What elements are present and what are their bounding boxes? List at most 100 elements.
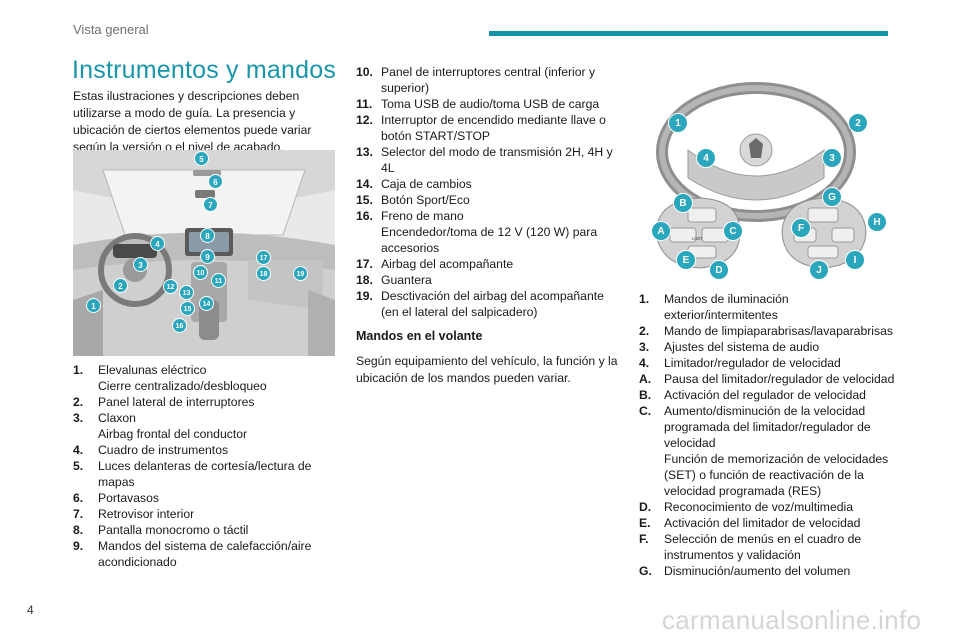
- legend-item-line: Activación del limitador de velocidad: [664, 516, 861, 530]
- callout-badge-15: 15: [180, 301, 195, 316]
- legend-item-line: Limitador/regulador de velocidad: [664, 356, 841, 370]
- legend-item: 4.Limitador/regulador de velocidad: [639, 355, 901, 371]
- callout-badge-b: B: [673, 193, 693, 213]
- legend-item-text: Portavasos: [98, 490, 343, 506]
- legend-item-line: Elevalunas eléctrico: [98, 363, 207, 377]
- legend-item-number: 14.: [356, 177, 373, 191]
- legend-item-line: Encendedor/toma de 12 V (120 W) para acc…: [381, 225, 598, 255]
- wheel-limit-label: LIMIT: [692, 236, 703, 241]
- legend-item: 12. Interruptor de encendido mediante lla…: [356, 112, 618, 144]
- callout-badge-14: 14: [199, 296, 214, 311]
- legend-item: 2. Mando de limpiaparabrisas/lavaparabris…: [639, 323, 901, 339]
- legend-item-text: Mandos de iluminación exterior/intermite…: [664, 291, 901, 323]
- callout-badge-1: 1: [668, 113, 688, 133]
- legend-item-number: 11.: [356, 97, 373, 111]
- legend-item: 9. Mandos del sistema de calefacción/aire…: [73, 538, 343, 570]
- legend-item-line: Pantalla monocromo o táctil: [98, 523, 249, 537]
- legend-item-line: Guantera: [381, 273, 432, 287]
- callout-badge-3: 3: [133, 257, 148, 272]
- legend-item: 19.Desctivación del airbag del acompañan…: [356, 288, 618, 320]
- legend-item: 5.Luces delanteras de cortesía/lectura d…: [73, 458, 343, 490]
- legend-item: D. Reconocimiento de voz/multimedia: [639, 499, 901, 515]
- legend-item-line: Caja de cambios: [381, 177, 472, 191]
- legend-item: G.Disminución/aumento del volumen: [639, 563, 901, 579]
- legend-item-text: Pantalla monocromo o táctil: [98, 522, 343, 538]
- callout-badge-c: C: [723, 221, 743, 241]
- callout-badge-10: 10: [193, 265, 208, 280]
- legend-item-line: Botón Sport/Eco: [381, 193, 470, 207]
- legend-item: 4.Cuadro de instrumentos: [73, 442, 343, 458]
- legend-item-line: Panel lateral de interruptores: [98, 395, 255, 409]
- legend-item-text: Selector del modo de transmisión 2H, 4H …: [381, 144, 618, 176]
- legend-item: 17.Airbag del acompañante: [356, 256, 618, 272]
- legend-item-number: 8.: [73, 523, 84, 537]
- legend-item-line: Cierre centralizado/desbloqueo: [98, 379, 267, 393]
- callout-badge-18: 18: [256, 266, 271, 281]
- section-text-steering-controls: Según equipamiento del vehículo, la func…: [356, 354, 618, 385]
- legend-item: 10. Panel de interruptores central (infer…: [356, 64, 618, 96]
- legend-item-number: D.: [639, 500, 652, 514]
- legend-item: 1. Mandos de iluminación exterior/intermi…: [639, 291, 901, 323]
- legend-item-number: C.: [639, 404, 652, 418]
- callout-badge-11: 11: [211, 273, 226, 288]
- legend-item-line: Pausa del limitador/regulador de velocid…: [664, 372, 895, 386]
- legend-item-text: Interruptor de encendido mediante llave …: [381, 112, 618, 144]
- legend-item: 11. Toma USB de audio/toma USB de carga: [356, 96, 618, 112]
- legend-item: 14. Caja de cambios: [356, 176, 618, 192]
- legend-item-number: 18.: [356, 273, 373, 287]
- callout-badge-e: E: [676, 250, 696, 270]
- legend-item-number: 19.: [356, 289, 373, 303]
- legend-item-line: Toma USB de audio/toma USB de carga: [381, 97, 600, 111]
- header-accent-bar: [489, 31, 888, 36]
- legend-item-number: 7.: [73, 507, 84, 521]
- legend-item-line: Airbag del acompañante: [381, 257, 514, 271]
- legend-item-text: Mando de limpiaparabrisas/lavaparabrisas: [664, 323, 901, 339]
- legend-item-number: 2.: [73, 395, 84, 409]
- callout-badge-6: 6: [208, 174, 223, 189]
- legend-item-line: Mandos del sistema de calefacción/aire a…: [98, 539, 312, 569]
- legend-list-dashboard-2: 10. Panel de interruptores central (infer…: [356, 64, 618, 320]
- callout-badge-17: 17: [256, 250, 271, 265]
- legend-item-number: 16.: [356, 209, 373, 223]
- legend-item-number: 1.: [73, 363, 84, 377]
- legend-item-line: Mando de limpiaparabrisas/lavaparabrisas: [664, 324, 893, 338]
- legend-item-text: Selección de menús en el cuadro de instr…: [664, 531, 901, 563]
- legend-item-text: Caja de cambios: [381, 176, 618, 192]
- legend-item-line: Selección de menús en el cuadro de instr…: [664, 532, 862, 562]
- callout-badge-2: 2: [848, 113, 868, 133]
- legend-item-number: 1.: [639, 292, 650, 306]
- header-section-title: Vista general: [73, 22, 149, 37]
- legend-item-line: Ajustes del sistema de audio: [664, 340, 820, 354]
- legend-item-text: Botón Sport/Eco: [381, 192, 618, 208]
- legend-item-line: Reconocimiento de voz/multimedia: [664, 500, 853, 514]
- callout-badge-h: H: [867, 212, 887, 232]
- legend-item-number: 6.: [73, 491, 84, 505]
- legend-item-line: Panel de interruptores central (inferior…: [381, 65, 596, 95]
- legend-item-text: Mandos del sistema de calefacción/aire a…: [98, 538, 343, 570]
- legend-item-number: 10.: [356, 65, 373, 79]
- callout-badge-2: 2: [113, 278, 128, 293]
- legend-item-number: 15.: [356, 193, 373, 207]
- legend-item-number: 5.: [73, 459, 84, 473]
- legend-item-line: Airbag frontal del conductor: [98, 427, 248, 441]
- callout-badge-g: G: [822, 187, 842, 207]
- callout-badge-i: I: [845, 250, 865, 270]
- legend-item-number: 12.: [356, 113, 373, 127]
- legend-item-number: 13.: [356, 145, 373, 159]
- legend-item-number: B.: [639, 388, 652, 402]
- legend-item-text: Panel lateral de interruptores: [98, 394, 343, 410]
- legend-item-number: 2.: [639, 324, 650, 338]
- legend-item-line: Función de memorización de velocidades (…: [664, 452, 889, 498]
- callout-badge-j: J: [809, 260, 829, 280]
- legend-item: C.Aumento/disminución de la velocidad pr…: [639, 403, 901, 499]
- steering-wheel-illustration: LIMIT: [655, 82, 867, 269]
- legend-item: 8. Pantalla monocromo o táctil: [73, 522, 343, 538]
- legend-item-text: Cuadro de instrumentos: [98, 442, 343, 458]
- legend-item-line: Cuadro de instrumentos: [98, 443, 229, 457]
- legend-item-number: 9.: [73, 539, 84, 553]
- callout-badge-13: 13: [179, 285, 194, 300]
- legend-item: F.Selección de menús en el cuadro de ins…: [639, 531, 901, 563]
- callout-badge-4: 4: [150, 236, 165, 251]
- legend-item-text: Retrovisor interior: [98, 506, 343, 522]
